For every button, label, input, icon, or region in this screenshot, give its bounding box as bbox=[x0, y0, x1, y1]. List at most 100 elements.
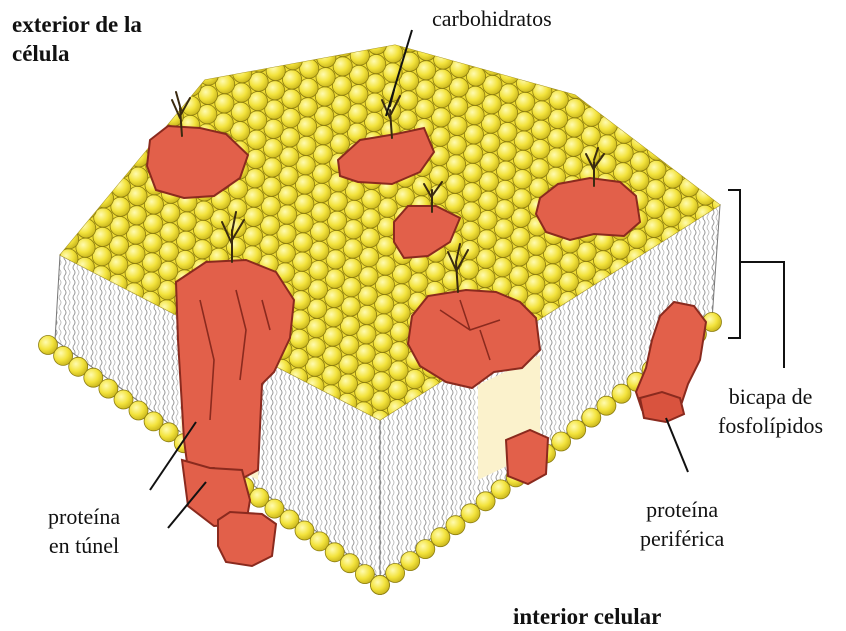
phospholipid-head bbox=[648, 141, 667, 160]
phospholipid-head bbox=[284, 31, 303, 50]
phospholipid-head bbox=[680, 158, 699, 177]
tunnel-protein-cylinder bbox=[218, 512, 276, 566]
phospholipid-head bbox=[61, 191, 80, 210]
phospholipid-head bbox=[42, 240, 61, 259]
phospholipid-head bbox=[112, 159, 131, 178]
phospholipid-head bbox=[461, 504, 480, 523]
phospholipid-head bbox=[649, 103, 668, 122]
phospholipid-head bbox=[714, 156, 733, 175]
phospholipid-head bbox=[566, 79, 585, 98]
phospholipid-head bbox=[476, 492, 495, 511]
phospholipid-head bbox=[96, 150, 115, 169]
phospholipid-head bbox=[568, 41, 587, 60]
phospholipid-head bbox=[633, 94, 652, 113]
phospholipid-head bbox=[43, 221, 62, 240]
phospholipid-head bbox=[697, 147, 716, 166]
phospholipid-head bbox=[182, 77, 201, 96]
label-tunnel-protein: proteína en túnel bbox=[48, 502, 120, 560]
phospholipid-head bbox=[715, 137, 734, 156]
label-tunnel-line1: proteína bbox=[48, 502, 120, 531]
phospholipid-head bbox=[233, 44, 252, 63]
phospholipid-head bbox=[199, 66, 218, 85]
label-cell-exterior-line1: exterior de la bbox=[12, 10, 142, 39]
phospholipid-head bbox=[317, 48, 336, 67]
phospholipid-head bbox=[599, 96, 618, 115]
phospholipid-head bbox=[698, 128, 717, 147]
phospholipid-head bbox=[567, 420, 586, 439]
phospholipid-head bbox=[567, 60, 586, 79]
phospholipid-head bbox=[517, 54, 536, 73]
phospholipid-head bbox=[631, 133, 650, 152]
phospholipid-head bbox=[600, 58, 619, 77]
phospholipid-head bbox=[697, 167, 716, 186]
protein-large-center-lower bbox=[506, 430, 548, 484]
label-cell-exterior-line2: célula bbox=[12, 39, 142, 68]
phospholipid-head bbox=[682, 100, 701, 119]
label-bilayer-line1: bicapa de bbox=[718, 382, 823, 411]
phospholipid-head bbox=[44, 202, 63, 221]
phospholipid-head bbox=[267, 42, 286, 61]
phospholipid-head bbox=[250, 34, 269, 53]
label-peripheral-line2: periférica bbox=[640, 524, 724, 553]
phospholipid-head bbox=[550, 71, 569, 90]
phospholipid-head bbox=[516, 73, 535, 92]
phospholipid-head bbox=[233, 64, 252, 83]
phospholipid-head bbox=[130, 129, 149, 148]
phospholipid-head bbox=[42, 260, 61, 279]
phospholipid-head bbox=[491, 480, 510, 499]
peripheral-protein-base bbox=[640, 392, 684, 422]
phospholipid-head bbox=[583, 88, 602, 107]
label-cell-interior: interior celular bbox=[513, 602, 661, 631]
phospholipid-head bbox=[79, 142, 98, 161]
phospholipid-head bbox=[283, 51, 302, 70]
phospholipid-head bbox=[484, 37, 503, 56]
phospholipid-head bbox=[434, 50, 453, 69]
phospholipid-head bbox=[632, 113, 651, 132]
phospholipid-head bbox=[131, 109, 150, 128]
phospholipid-head bbox=[665, 130, 684, 149]
phospholipid-head bbox=[97, 131, 116, 150]
phospholipid-head bbox=[401, 552, 420, 571]
phospholipid-head bbox=[484, 56, 503, 75]
label-carbohydrates: carbohidratos bbox=[432, 4, 552, 33]
phospholipid-head bbox=[650, 83, 669, 102]
phospholipid-head bbox=[699, 109, 718, 128]
phospholipid-head bbox=[533, 62, 552, 81]
phospholipid-head bbox=[78, 180, 97, 199]
phospholipid-head bbox=[501, 45, 520, 64]
phospholipid-head bbox=[713, 175, 732, 194]
phospholipid-head bbox=[534, 43, 553, 62]
phospholipid-head bbox=[416, 540, 435, 559]
phospholipid-head bbox=[386, 564, 405, 583]
phospholipid-head bbox=[266, 61, 285, 80]
phospholipid-head bbox=[664, 150, 683, 169]
phospholipid-head bbox=[431, 528, 450, 547]
phospholipid-head bbox=[95, 169, 114, 188]
phospholipid-head bbox=[79, 161, 98, 180]
phospholipid-head bbox=[417, 41, 436, 60]
label-cell-exterior: exterior de la célula bbox=[12, 10, 142, 68]
phospholipid-head bbox=[114, 120, 133, 139]
phospholipid-head bbox=[250, 53, 269, 72]
phospholipid-head bbox=[216, 55, 235, 74]
label-bilayer-line2: fosfolípidos bbox=[718, 411, 823, 440]
phospholipid-head bbox=[551, 32, 570, 51]
phospholipid-head bbox=[451, 39, 470, 58]
phospholipid-head bbox=[715, 117, 734, 136]
phospholipid-head bbox=[181, 96, 200, 115]
phospholipid-head bbox=[60, 210, 79, 229]
label-peripheral-protein: proteína periférica bbox=[640, 495, 724, 553]
phospholipid-head bbox=[633, 75, 652, 94]
phospholipid-head bbox=[371, 576, 390, 595]
bilayer-bracket bbox=[728, 190, 784, 368]
phospholipid-head bbox=[317, 29, 336, 48]
phospholipid-head bbox=[666, 92, 685, 111]
phospholipid-head bbox=[584, 49, 603, 68]
label-phospholipid-bilayer: bicapa de fosfolípidos bbox=[718, 382, 823, 440]
phospholipid-head bbox=[62, 172, 81, 191]
phospholipid-head bbox=[300, 40, 319, 59]
label-tunnel-line2: en túnel bbox=[48, 531, 120, 560]
phospholipid-head bbox=[350, 46, 369, 65]
phospholipid-head bbox=[129, 148, 148, 167]
phospholipid-head bbox=[113, 139, 132, 158]
